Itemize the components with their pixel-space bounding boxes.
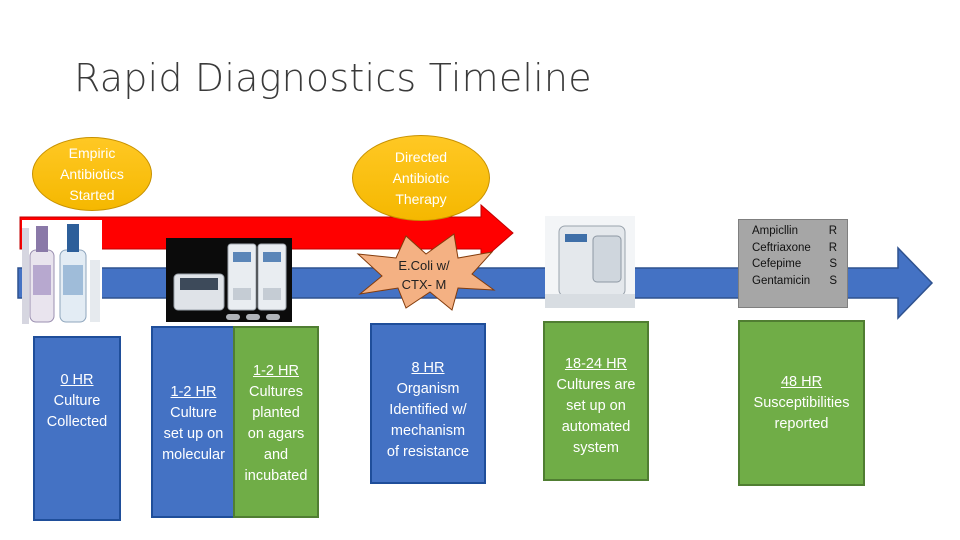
burst-line: E.Coli w/: [398, 258, 450, 273]
oval-line: Started: [69, 186, 115, 203]
bottles-illustration: [22, 224, 100, 324]
box-line: of resistance: [386, 444, 470, 460]
drug-name: Ampicllin: [752, 225, 799, 237]
box-line: molecular: [162, 447, 225, 463]
box-line: reported: [774, 416, 829, 432]
box-line: automated: [561, 419, 631, 435]
box-header: 48 HR: [780, 374, 823, 390]
box-line: Culture: [170, 405, 217, 421]
molecular-instrument-photo: [166, 238, 292, 322]
box-line: set up on: [163, 426, 224, 442]
box-line: Cultures: [249, 384, 303, 400]
box-line: and: [263, 447, 289, 463]
directed-therapy-oval: Directed Antibiotic Therapy: [352, 135, 490, 221]
blood-culture-bottles-photo: [22, 220, 102, 325]
box-header: 1-2 HR: [253, 363, 299, 379]
timeline-box-agars: 1-2 HR Cultures planted on agars and inc…: [233, 326, 319, 518]
oval-line: Directed: [394, 148, 448, 165]
susceptibility-result: R: [828, 241, 837, 254]
box-line: Susceptibilities: [753, 395, 850, 411]
box-line: planted: [252, 405, 300, 421]
box-line: set up on: [566, 398, 626, 414]
box-header: 0 HR: [60, 372, 94, 388]
oval-line: Therapy: [395, 190, 447, 207]
timeline-box-48hr: 48 HR Susceptibilities reported: [738, 320, 865, 486]
box-line: Organism: [396, 381, 460, 397]
susceptibility-row: Ceftriaxone R: [752, 240, 837, 257]
susceptibility-row: Cefepime S: [752, 256, 837, 273]
drug-name: Gentamicin: [752, 274, 811, 287]
instrument-illustration: [173, 243, 287, 320]
slide-title: Rapid Diagnostics Timeline: [74, 56, 592, 100]
timeline-box-0hr: 0 HR Culture Collected: [33, 336, 121, 521]
box-line: on agars: [247, 426, 305, 442]
box-line: Cultures are: [556, 377, 636, 393]
susceptibility-result: R: [828, 225, 837, 237]
susceptibility-row: Ampicllin R: [752, 223, 837, 240]
box-line: Culture: [53, 393, 101, 409]
timeline-box-18-24hr: 18-24 HR Cultures are set up on automate…: [543, 321, 649, 481]
box-line: system: [573, 440, 619, 456]
drug-name: Ceftriaxone: [752, 241, 811, 254]
susceptibility-result: S: [829, 258, 837, 270]
box-line: Identified w/: [389, 402, 467, 418]
box-line: mechanism: [390, 423, 466, 439]
susceptibility-row: Gentamicin S: [752, 273, 837, 290]
box-header: 1-2 HR: [170, 384, 217, 400]
empiric-antibiotics-oval: Empiric Antibiotics Started: [32, 137, 152, 211]
box-line: Collected: [46, 414, 108, 430]
box-header: 18-24 HR: [564, 356, 628, 372]
automated-system-photo: [545, 216, 635, 308]
automated-system-illustration: [545, 216, 635, 308]
timeline-box-8hr: 8 HR Organism Identified w/ mechanism of…: [370, 323, 486, 484]
burst-line: CTX- M: [401, 277, 447, 292]
oval-line: Antibiotic: [392, 169, 450, 186]
box-line: incubated: [244, 468, 308, 484]
oval-line: Empiric: [68, 144, 116, 161]
box-header: 8 HR: [411, 360, 445, 376]
susceptibility-result: S: [829, 274, 837, 287]
timeline-box-molecular: 1-2 HR Culture set up on molecular: [151, 326, 236, 518]
burst-label: E.Coli w/ CTX- M: [384, 256, 464, 294]
oval-line: Antibiotics: [60, 165, 124, 182]
organism-burst-shape: [356, 233, 496, 311]
drug-name: Cefepime: [752, 258, 802, 270]
